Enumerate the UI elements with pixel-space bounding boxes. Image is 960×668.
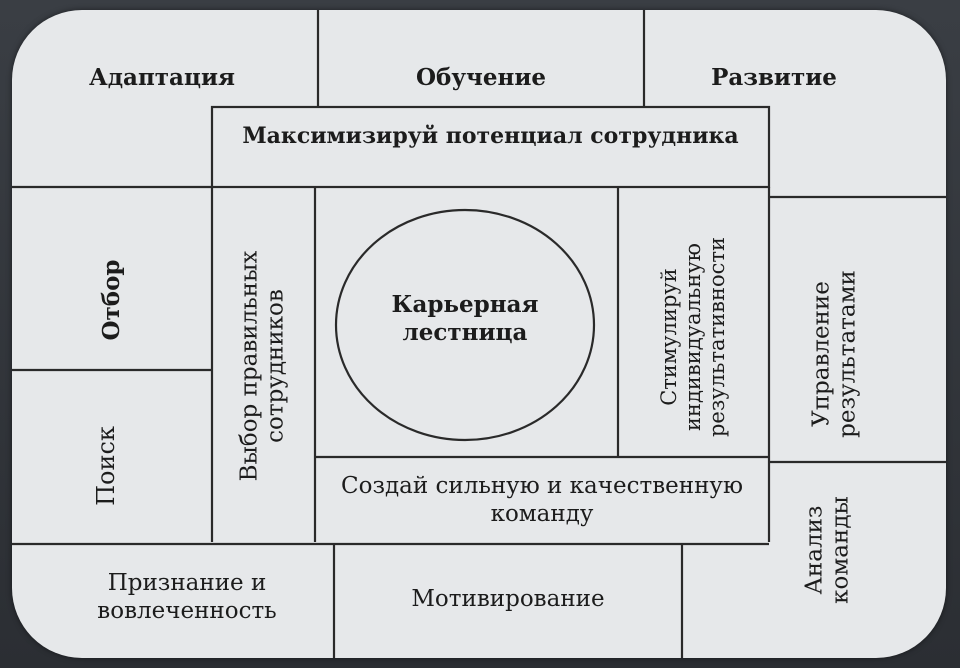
build-team-line-2: команду: [490, 501, 594, 527]
career-circle: [334, 208, 596, 442]
performance-line-1: Управление: [808, 281, 835, 427]
search-label: Поиск: [92, 426, 121, 506]
performance-line-2: результатами: [835, 270, 861, 438]
team-analysis-line-2: команды: [828, 496, 854, 604]
team-analysis-line-1: Анализ: [801, 505, 828, 595]
hr-diagram-board: Адаптация Обучение Развитие Максимизируй…: [12, 10, 946, 658]
stimulate-line-2: индивидуальную: [680, 243, 705, 431]
stimulate-line-1: Стимулируй: [656, 268, 681, 406]
career-line-2: лестница: [402, 319, 528, 346]
career-line-1: Карьерная: [391, 291, 539, 319]
team-analysis-label: Анализ команды: [802, 496, 855, 604]
performance-management-label: Управление результатами: [809, 270, 862, 438]
recognition-line-1: Признание и: [107, 570, 267, 597]
recognition-label: Признание и вовлеченность: [52, 558, 322, 638]
build-team-line-1: Создай сильную и качественную: [341, 473, 743, 500]
choose-right-line-1: Выбор правильных: [236, 250, 263, 482]
selection-label: Отбор: [97, 259, 125, 341]
recognition-line-2: вовлеченность: [97, 598, 277, 624]
adaptation-label: Адаптация: [89, 64, 235, 92]
stimulate-performance-label: Стимулируй индивидуальную результативнос…: [657, 237, 729, 437]
diagram-lines: [12, 10, 946, 658]
career-ladder-label: Карьерная лестница: [352, 284, 578, 354]
stimulate-line-3: результативности: [705, 236, 730, 438]
training-label: Обучение: [415, 64, 547, 92]
motivation-label: Мотивирование: [411, 586, 605, 613]
maximize-box: [210, 105, 771, 189]
development-label: Развитие: [711, 64, 837, 92]
choose-right-line-2: сотрудников: [263, 289, 289, 443]
maximize-potential-label: Максимизируй потенциал сотрудника: [242, 122, 739, 149]
build-team-label: Создай сильную и качественную команду: [315, 462, 769, 540]
choose-right-employees-label: Выбор правильных сотрудников: [237, 251, 290, 482]
